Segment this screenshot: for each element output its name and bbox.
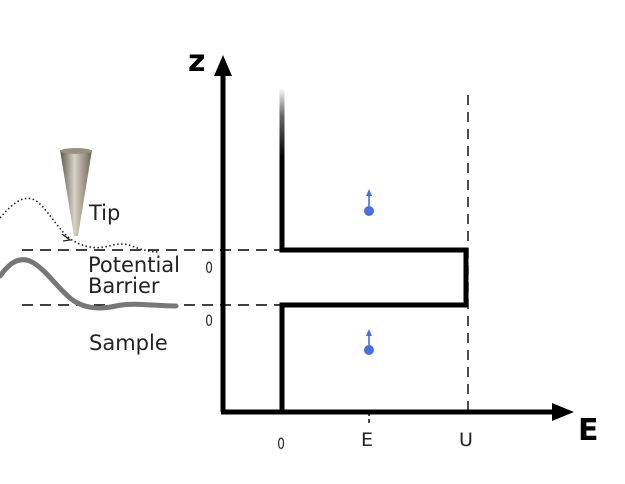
z-axis-label: z bbox=[188, 44, 206, 79]
z-axis-arrow bbox=[214, 55, 232, 76]
e-axis-arrow bbox=[552, 403, 574, 421]
tip-wavefunction bbox=[0, 197, 161, 253]
e-axis-label: E bbox=[578, 413, 599, 448]
sample-label: Sample bbox=[89, 331, 168, 355]
tick-label-u: U bbox=[459, 429, 473, 451]
barrier-label-line2: Barrier bbox=[88, 274, 160, 298]
boundary-label-upper: 0 bbox=[205, 258, 213, 277]
barrier-label-line1: Potential bbox=[88, 253, 180, 277]
electron-lower bbox=[364, 329, 374, 355]
sample-wavefunction bbox=[0, 257, 179, 311]
tick-label-e: E bbox=[361, 429, 374, 451]
stm-tip-icon bbox=[60, 148, 92, 236]
tunnel-arrow bbox=[61, 233, 72, 242]
potential-profile bbox=[279, 156, 469, 412]
zero-line-fade bbox=[279, 88, 285, 158]
tick-label-zero: 0 bbox=[277, 434, 285, 453]
tip-label: Tip bbox=[89, 201, 121, 225]
electron-upper bbox=[364, 189, 374, 216]
boundary-label-lower: 0 bbox=[205, 311, 213, 330]
